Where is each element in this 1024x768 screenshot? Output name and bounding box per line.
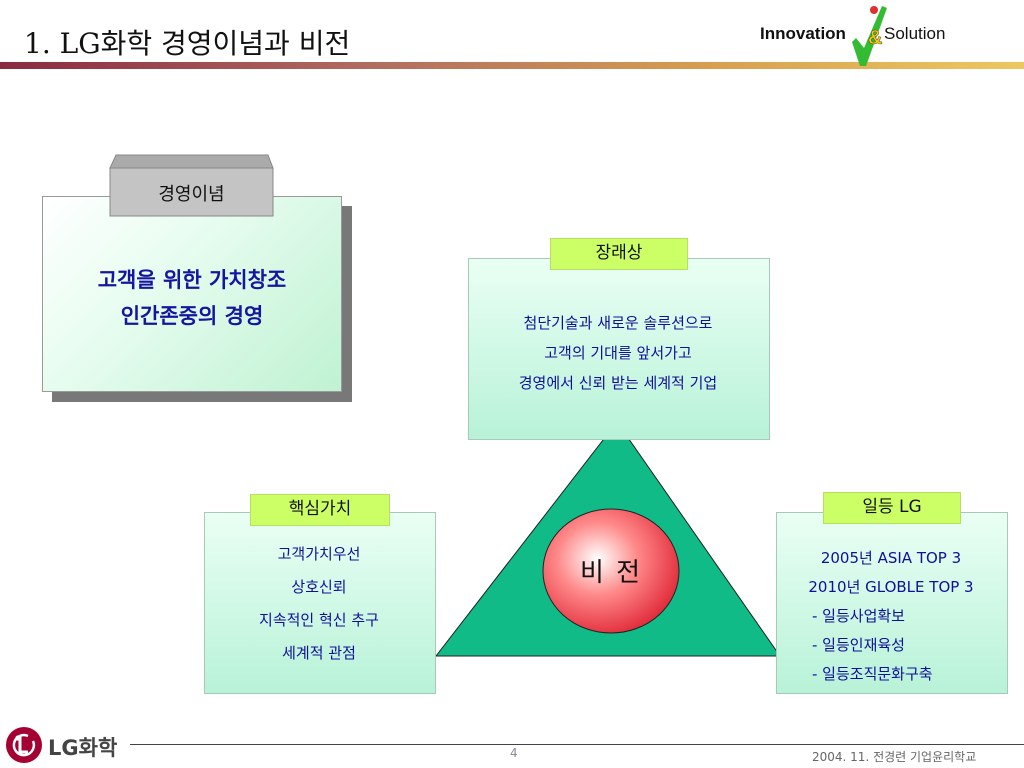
lg-logo-icon	[6, 727, 42, 763]
first-lg-tab: 일등 LG	[823, 492, 961, 524]
person-head-icon	[870, 6, 878, 14]
brand-solution-text: Solution	[884, 24, 946, 43]
first-lg-item-2: - 일등인재육성	[812, 636, 905, 654]
title-underline	[0, 62, 1024, 69]
first-lg-goals: 2005년 ASIA TOP 3 2010년 GLOBLE TOP 3	[778, 544, 1004, 602]
core-values-box	[204, 512, 436, 694]
core-values-tab: 핵심가치	[250, 494, 390, 526]
future-line-3: 경영에서 신뢰 받는 세계적 기업	[518, 374, 718, 392]
core-value-3: 지속적인 혁신 추구	[259, 611, 379, 629]
vision-label: 비 전	[579, 558, 643, 588]
philosophy-text: 고객을 위한 가치창조 인간존중의 경영	[42, 262, 342, 334]
footer-text: 2004. 11. 전경련 기업윤리학교	[812, 750, 977, 764]
first-lg-list: - 일등사업확보 - 일등인재육성 - 일등조직문화구축	[812, 602, 933, 689]
philosophy-line-1: 고객을 위한 가치창조	[97, 267, 287, 292]
future-image-tab: 장래상	[550, 238, 688, 270]
brand-innovation-text: Innovation	[760, 24, 846, 43]
future-line-2: 고객의 기대를 앞서가고	[544, 344, 692, 362]
philosophy-line-2: 인간존중의 경영	[120, 303, 264, 328]
first-lg-item-3: - 일등조직문화구축	[812, 665, 933, 683]
future-image-text: 첨단기술과 새로운 솔루션으로 고객의 기대를 앞서가고 경영에서 신뢰 받는 …	[470, 308, 766, 398]
footer-logo-text: LG화학	[48, 736, 118, 760]
brand-ampersand: &	[868, 27, 882, 49]
future-image-box	[468, 258, 770, 440]
core-value-2: 상호신뢰	[291, 578, 347, 596]
page-title: 1. LG화학 경영이념과 비전	[24, 27, 351, 60]
philosophy-tab-shape	[109, 154, 274, 217]
core-value-1: 고객가치우선	[277, 545, 361, 563]
checkmark-icon	[852, 6, 887, 66]
first-lg-goal-2: 2010년 GLOBLE TOP 3	[808, 578, 974, 596]
first-lg-goal-1: 2005년 ASIA TOP 3	[820, 549, 962, 567]
innovation-solution-logo: &	[852, 6, 887, 66]
first-lg-item-1: - 일등사업확보	[812, 607, 905, 625]
footer-divider	[130, 744, 1024, 745]
core-value-4: 세계적 관점	[282, 644, 356, 662]
core-values-text: 고객가치우선 상호신뢰 지속적인 혁신 추구 세계적 관점	[206, 538, 432, 670]
philosophy-tab-label: 경영이념	[158, 184, 225, 205]
page-number: 4	[510, 746, 518, 760]
first-lg-box	[776, 512, 1008, 694]
vision-circle	[542, 508, 680, 634]
future-line-1: 첨단기술과 새로운 솔루션으로	[523, 314, 713, 332]
